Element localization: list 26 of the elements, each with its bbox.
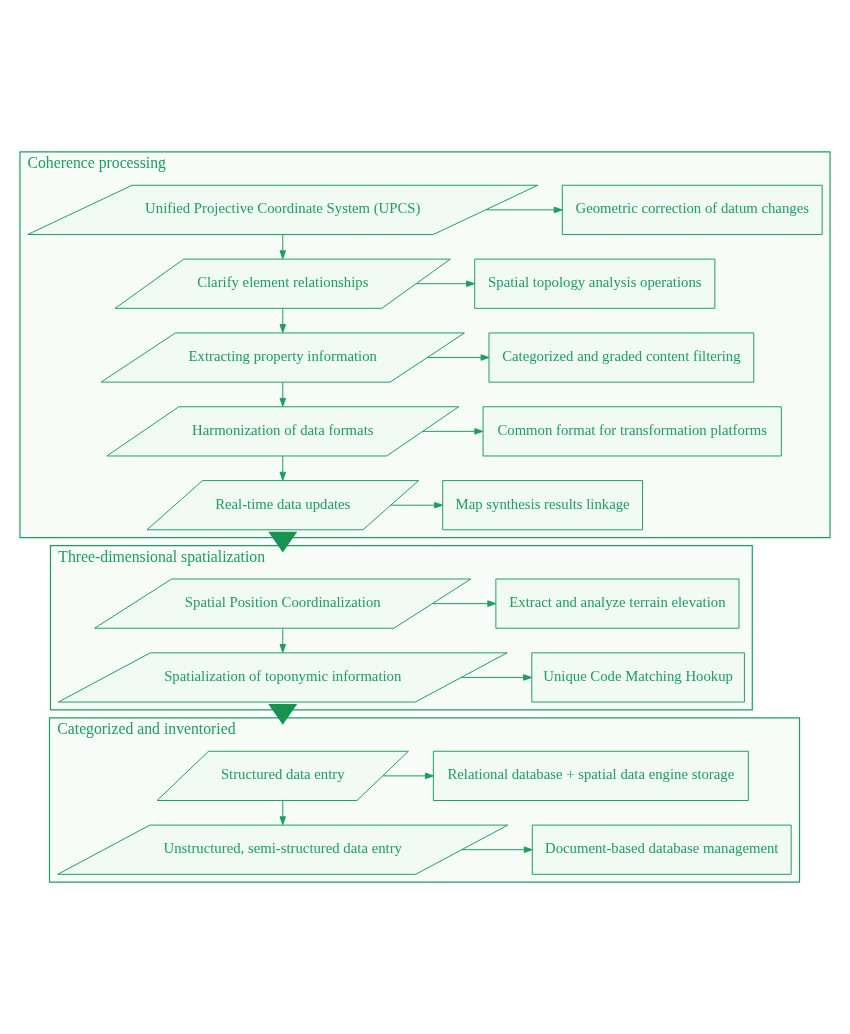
arrow (279, 381, 286, 407)
arrow (461, 846, 533, 853)
node-box: Document-based database management (531, 824, 792, 875)
node-box: Map synthesis results linkage (442, 480, 644, 531)
node-box: Extract and analyze terrain elevation (495, 578, 740, 629)
arrow (279, 234, 286, 260)
arrow (268, 531, 298, 553)
node-box: Geometric correction of datum changes (561, 184, 823, 235)
node-box: Common format for transformation platforms (482, 406, 782, 457)
arrow (268, 704, 298, 725)
arrow (279, 455, 286, 481)
arrow (427, 354, 490, 361)
arrow (390, 501, 443, 509)
node-box: Relational database + spatial data engine storage (432, 750, 749, 801)
arrow (415, 280, 475, 287)
arrow (279, 308, 286, 333)
node-box: Unique Code Matching Hookup (531, 652, 745, 703)
node-box: Spatial topology analysis operations (474, 258, 716, 309)
node-box: Categorized and graded content filtering (488, 332, 755, 383)
arrow (382, 772, 434, 780)
arrow (422, 428, 484, 435)
arrow (485, 206, 563, 214)
arrow (279, 800, 286, 826)
arrow (279, 628, 286, 653)
arrow (461, 674, 532, 681)
arrow (431, 600, 497, 607)
